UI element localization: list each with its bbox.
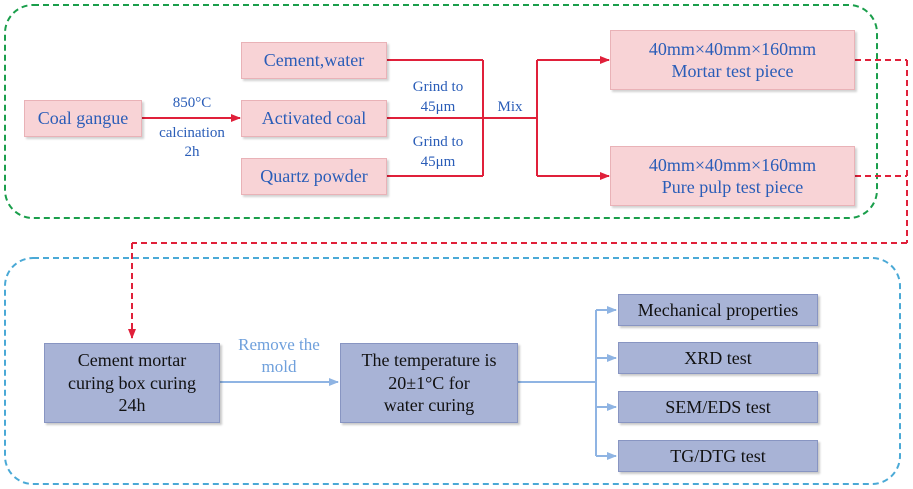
- grind-2-line-2: 45μm: [420, 153, 456, 170]
- pulp-size-text: 40mm×40mm×160mm: [648, 154, 817, 175]
- test-tg-dtg: TG/DTG test: [618, 440, 818, 472]
- bottom-frame: [4, 257, 901, 485]
- activated-coal-box: Activated coal: [241, 100, 387, 137]
- curing-line-1: Cement mortar: [77, 350, 187, 371]
- water-curing-line-3: water curing: [383, 395, 475, 416]
- mortar-size-text: 40mm×40mm×160mm: [648, 38, 817, 59]
- mortar-test-piece-box: 40mm×40mm×160mm Mortar test piece: [610, 30, 855, 90]
- curing-line-2: curing box curing: [68, 372, 196, 393]
- test-mechanical-properties: Mechanical properties: [618, 294, 818, 326]
- curing-box: Cement mortar curing box curing 24h: [44, 343, 220, 423]
- pulp-name-text: Pure pulp test piece: [661, 177, 804, 197]
- calcination-temp: 850°C: [172, 95, 212, 111]
- remove-mold-line-2: mold: [261, 357, 297, 377]
- coal-gangue-box: Coal gangue: [24, 100, 142, 137]
- cement-water-box: Cement,water: [241, 42, 387, 79]
- quartz-powder-box: Quartz powder: [241, 158, 387, 195]
- grind-1-line-1: Grind to: [412, 79, 464, 95]
- pulp-test-piece-box: 40mm×40mm×160mm Pure pulp test piece: [610, 146, 855, 206]
- water-curing-line-1: The temperature is: [361, 350, 497, 371]
- remove-mold-line-1: Remove the: [238, 335, 320, 354]
- mix-label: Mix: [497, 99, 523, 115]
- grind-label-1: Grind to 45μm: [398, 78, 478, 117]
- calcination-label: 850°C calcination 2h: [146, 94, 238, 163]
- grind-2-line-1: Grind to: [412, 134, 464, 150]
- test-sem-eds: SEM/EDS test: [618, 391, 818, 423]
- test-xrd: XRD test: [618, 342, 818, 374]
- remove-mold-label: Remove the mold: [226, 334, 332, 378]
- grind-label-2: Grind to 45μm: [398, 133, 478, 172]
- mortar-name-text: Mortar test piece: [671, 61, 794, 81]
- calcination-time: 2h: [184, 144, 200, 160]
- calcination-word: calcination: [159, 124, 225, 141]
- water-curing-box: The temperature is 20±1°C for water curi…: [340, 343, 518, 423]
- curing-line-3: 24h: [118, 395, 146, 416]
- grind-1-line-2: 45μm: [420, 98, 456, 115]
- water-curing-line-2: 20±1°C for: [388, 372, 470, 393]
